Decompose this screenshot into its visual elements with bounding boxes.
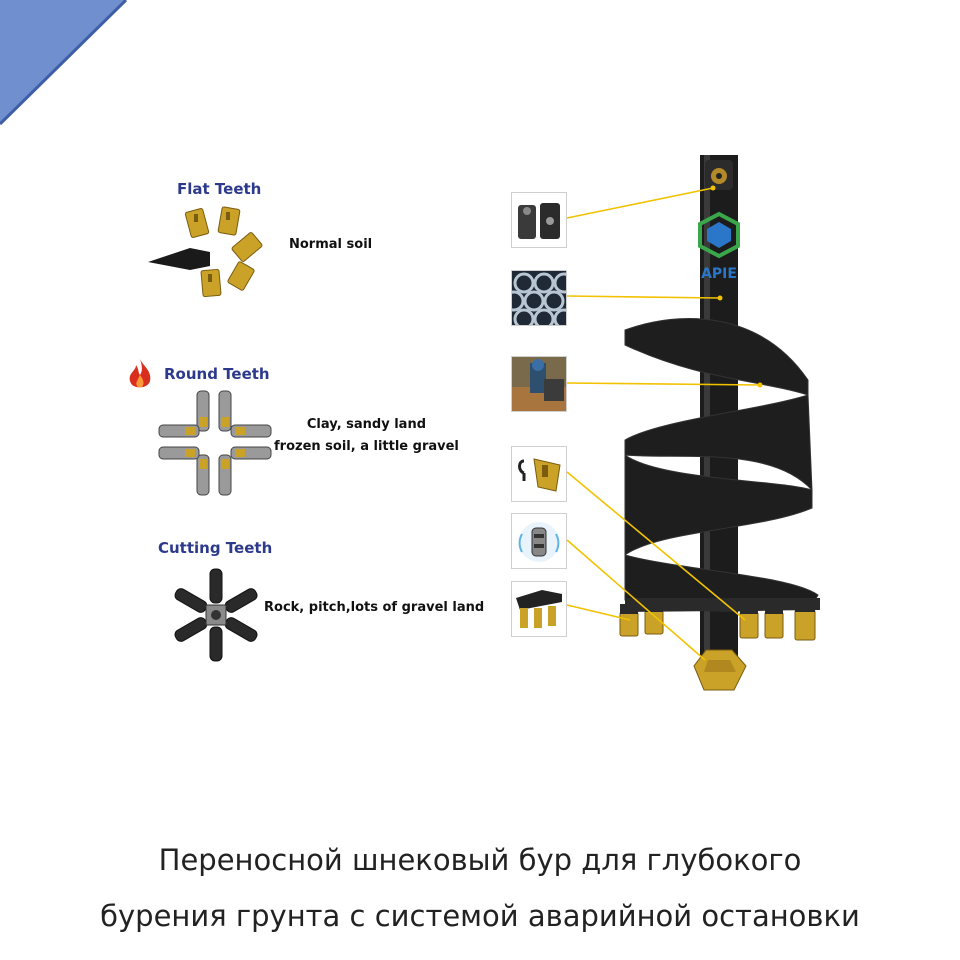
round-tooth-detail-icon	[518, 522, 560, 562]
cutting-tooth-detail-icon	[516, 590, 562, 628]
flat-teeth-icon	[148, 206, 263, 298]
flat-teeth-usage: Normal soil	[289, 234, 372, 256]
product-caption: Переносной шнековый бур для глубокого бу…	[0, 832, 960, 944]
corner-decoration	[0, 0, 128, 126]
apie-logo-text: APIE	[701, 266, 737, 282]
flat-tooth-detail-icon	[518, 458, 561, 492]
thumb-pipes	[503, 270, 575, 330]
thumb-welding	[511, 356, 567, 412]
pipes-icon	[503, 271, 575, 330]
cutting-teeth-title: Cutting Teeth	[158, 539, 273, 557]
round-teeth-usage-line-1: Clay, sandy land	[306, 417, 427, 432]
thumb-connector	[511, 192, 567, 248]
cutting-teeth-usage-line: Rock, pitch,lots of gravel land	[264, 600, 485, 615]
round-teeth-title: Round Teeth	[164, 365, 270, 383]
flat-teeth-title: Flat Teeth	[177, 180, 262, 198]
round-teeth-usage: Clay, sandy land frozen soil, a little g…	[274, 414, 459, 458]
apie-logo-icon	[698, 211, 740, 259]
round-teeth-usage-line-2: frozen soil, a little gravel	[274, 439, 459, 454]
cutting-teeth-icon	[174, 568, 258, 662]
cutting-teeth-usage: Rock, pitch,lots of gravel land	[264, 597, 484, 619]
thumb-cutting-tooth	[511, 581, 567, 637]
caption-line-2: бурения грунта с системой аварийной оста…	[100, 899, 860, 933]
flame-icon	[129, 359, 151, 388]
flat-teeth-usage-line: Normal soil	[289, 237, 373, 252]
welding-photo-icon	[512, 357, 566, 411]
thumb-round-tooth	[511, 513, 567, 569]
caption-line-1: Переносной шнековый бур для глубокого	[158, 843, 802, 877]
round-teeth-icon	[158, 390, 272, 496]
thumb-flat-tooth	[511, 446, 567, 502]
connector-icon	[518, 203, 560, 239]
